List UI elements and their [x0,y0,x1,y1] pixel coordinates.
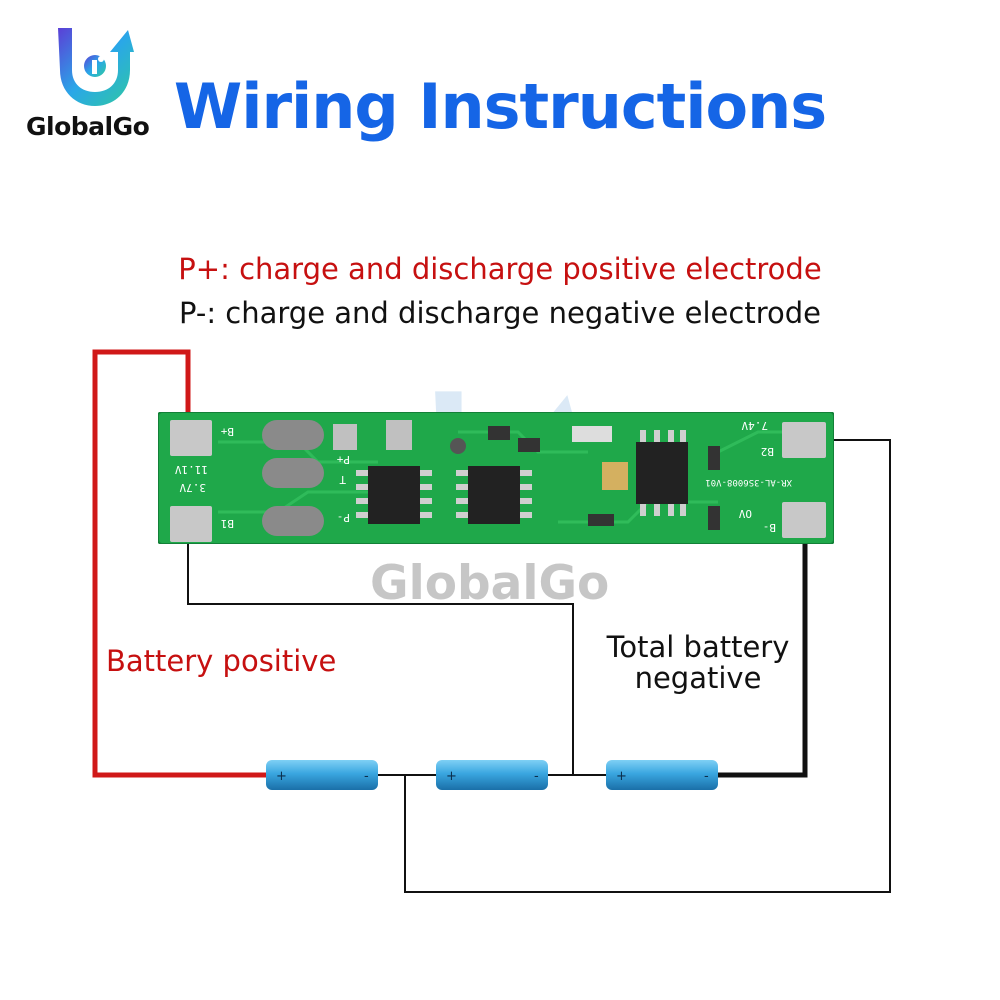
battery-positive-wire [92,349,270,778]
page-title: Wiring Instructions [173,70,827,143]
battery-2: + - [436,760,548,790]
total-negative-line-1: Total battery [606,630,790,664]
battery-plus: + [276,769,287,784]
p-plus-description: P+: charge and discharge positive electr… [178,252,822,286]
total-battery-negative-label: Total battery negative [598,632,798,694]
watermark-text: GlobalGo [370,556,610,611]
battery-minus: - [704,769,709,784]
silk-p-minus: P- [337,511,350,524]
protection-board: B+ B1 11.1V 3.7V P+ T P- 7.4V B2 OV B- X… [158,412,834,544]
total-negative-wire [715,530,808,778]
battery-minus: - [534,769,539,784]
battery-1: + - [266,760,378,790]
b1-wire [187,530,574,775]
battery-plus: + [616,769,627,784]
p-minus-description: P-: charge and discharge negative electr… [179,296,821,330]
globalgo-logo-icon [58,28,134,106]
silk-b-minus: B- [763,521,776,534]
b1-pad [170,506,212,542]
silk-74v: 7.4V [741,419,768,432]
silk-b1: B1 [221,517,234,530]
battery-minus: - [364,769,369,784]
silk-37v: 3.7V [179,481,206,494]
battery-3: + - [606,760,718,790]
b-minus-pad [782,502,826,538]
silk-t: T [339,473,346,486]
logo-text: GlobalGo [26,112,150,141]
silk-b2: B2 [761,445,774,458]
silk-b-plus: B+ [220,425,234,438]
battery-plus: + [446,769,457,784]
silk-ov: OV [738,507,752,520]
b-plus-pad [170,420,212,456]
silk-p-plus: P+ [336,453,350,466]
battery-positive-label: Battery positive [106,644,337,678]
silk-11v: 11.1V [175,463,208,476]
b2-pad [782,422,826,458]
silk-model: XR-AL-3S6008-V01 [705,477,792,487]
total-negative-line-2: negative [634,661,762,695]
b2-wire [404,439,891,893]
